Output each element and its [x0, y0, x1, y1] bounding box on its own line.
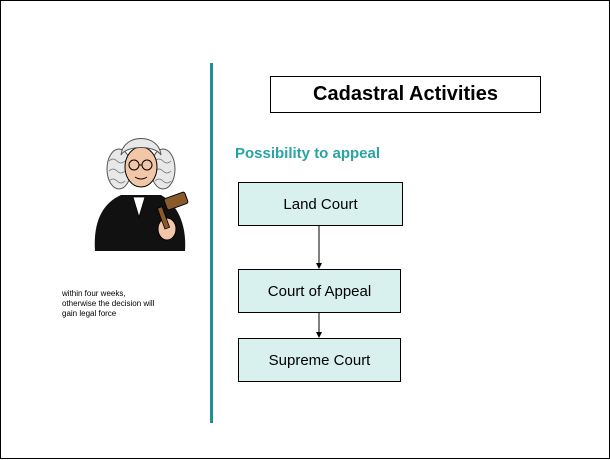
court-box-supreme-court: Supreme Court — [238, 338, 401, 382]
court-box-land-court: Land Court — [238, 182, 403, 226]
slide-subtitle: Possibility to appeal — [235, 145, 381, 162]
title-box: Cadastral Activities — [270, 76, 541, 113]
note-line: otherwise the decision will — [62, 299, 155, 308]
note-line: within four weeks, — [62, 289, 126, 298]
court-box-court-of-appeal: Court of Appeal — [238, 269, 401, 313]
vertical-divider — [210, 63, 213, 423]
appeal-deadline-note: within four weeks, otherwise the decisio… — [62, 289, 212, 319]
slide-title: Cadastral Activities — [313, 83, 498, 105]
note-line: gain legal force — [62, 309, 117, 318]
judge-clipart-icon — [94, 138, 189, 251]
